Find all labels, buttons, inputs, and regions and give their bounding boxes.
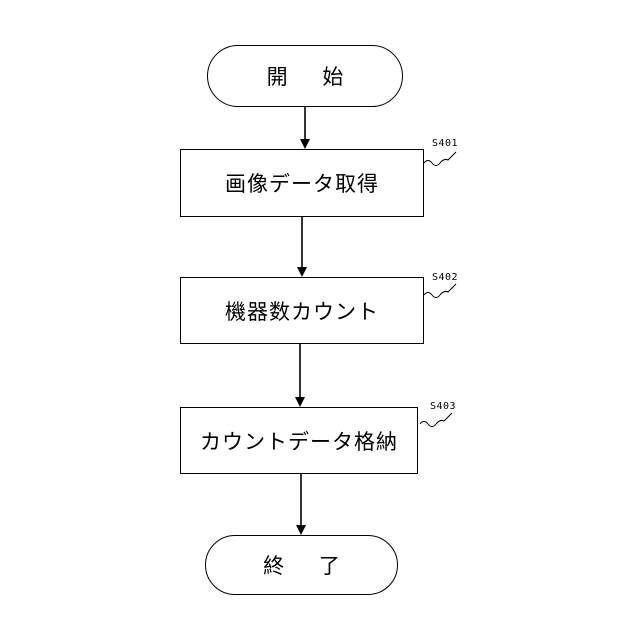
process-step-s401-label: 画像データ取得 (225, 168, 379, 198)
end-terminal-label: 終 了 (263, 550, 354, 580)
process-step-s402-label: 機器数カウント (225, 296, 379, 326)
start-terminal: 開 始 (207, 45, 403, 107)
leader-line-s402 (424, 284, 456, 298)
process-step-s402: 機器数カウント (180, 277, 424, 344)
process-step-s403: カウントデータ格納 (180, 407, 418, 474)
start-terminal-label: 開 始 (267, 61, 358, 91)
step-id-s402: S402 (432, 272, 458, 283)
end-terminal: 終 了 (205, 535, 398, 595)
process-step-s403-label: カウントデータ格納 (200, 426, 398, 456)
leader-line-s401 (424, 152, 456, 166)
step-id-s403: S403 (430, 401, 456, 412)
process-step-s401: 画像データ取得 (180, 149, 424, 217)
step-id-s401: S401 (432, 138, 458, 149)
leader-line-s403 (420, 413, 452, 427)
